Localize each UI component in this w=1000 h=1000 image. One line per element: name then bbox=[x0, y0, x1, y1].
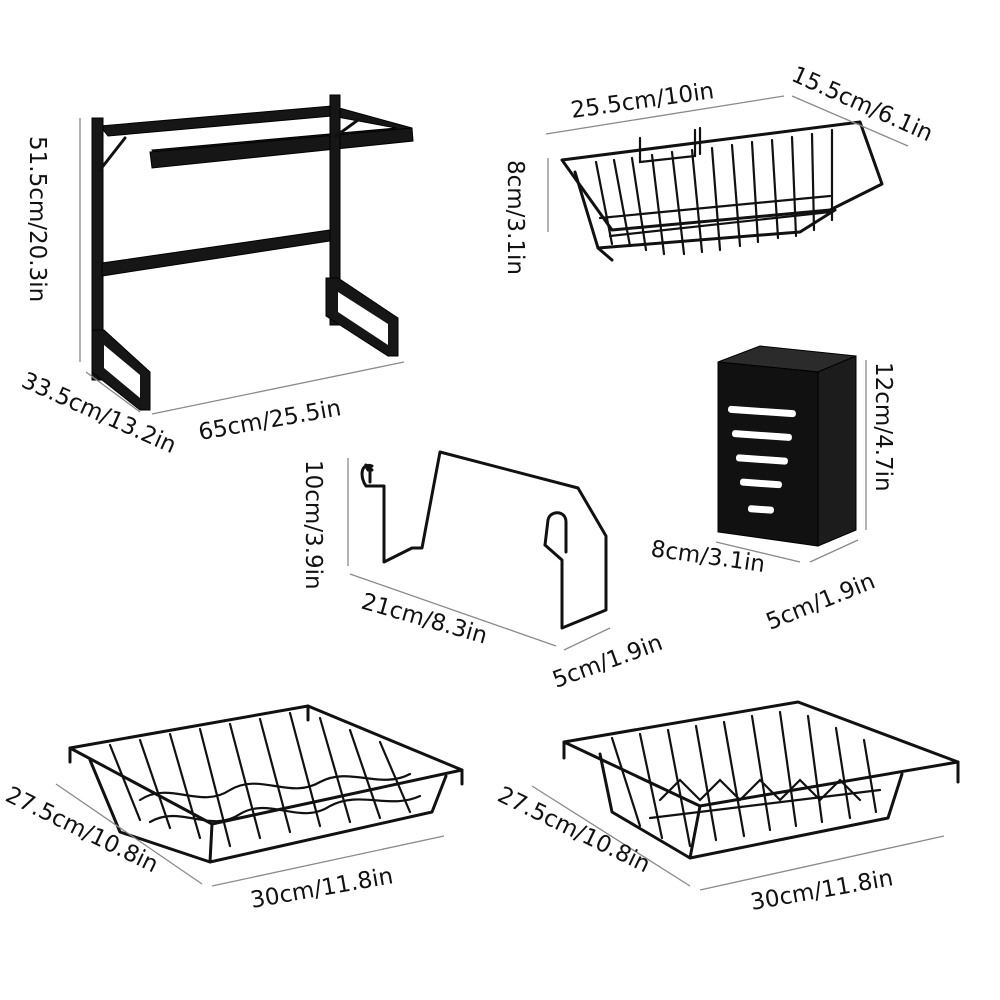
cutlery-holder bbox=[717, 345, 857, 547]
basket-rim bbox=[560, 120, 884, 232]
dish-rack-right bbox=[562, 700, 960, 860]
lid-depth-label: 5cm/1.9in bbox=[549, 630, 666, 694]
hanging-basket bbox=[560, 120, 884, 262]
rack-width-line bbox=[151, 361, 405, 415]
lid-holder bbox=[360, 450, 608, 630]
holder-front bbox=[717, 361, 819, 547]
basket-wires bbox=[594, 128, 834, 256]
holder-height-label: 12cm/4.7in bbox=[870, 362, 896, 492]
dish-left-depth-label: 27.5cm/10.8in bbox=[1, 782, 162, 878]
lid-width-label: 21cm/8.3in bbox=[358, 589, 490, 650]
dish-left-width-line bbox=[211, 835, 445, 887]
dish-right-width-line bbox=[699, 835, 945, 891]
dish-rack-left-wires bbox=[108, 711, 422, 848]
dish-rack-right-rim bbox=[562, 700, 960, 808]
holder-depth-line bbox=[809, 539, 859, 563]
lid-depth-line bbox=[563, 627, 611, 651]
lid-height-label: 10cm/3.9in bbox=[300, 460, 326, 590]
rack-middle-bar bbox=[101, 229, 331, 277]
over-sink-rack bbox=[91, 94, 414, 411]
rack-height-label: 51.5cm/20.3in bbox=[24, 136, 50, 302]
dish-rack-left bbox=[68, 704, 464, 864]
dish-right-depth-line bbox=[531, 785, 691, 887]
holder-slots bbox=[728, 405, 796, 514]
holder-depth-label: 5cm/1.9in bbox=[763, 568, 879, 635]
basket-width-line bbox=[545, 95, 785, 135]
rack-foot-left-gap bbox=[104, 345, 140, 398]
rack-width-label: 65cm/25.5in bbox=[197, 395, 344, 446]
basket-hook bbox=[638, 126, 702, 164]
rack-top-frame bbox=[99, 105, 413, 161]
dish-left-depth-line bbox=[55, 783, 203, 885]
basket-height-label: 8cm/3.1in bbox=[502, 160, 528, 275]
dish-left-width-label: 30cm/11.8in bbox=[249, 863, 396, 914]
rack-foot-right-gap bbox=[338, 292, 388, 345]
holder-width-label: 8cm/3.1in bbox=[649, 536, 766, 578]
dish-rack-right-wires bbox=[610, 710, 882, 848]
dish-rack-left-rim bbox=[68, 704, 464, 826]
rack-post-back bbox=[329, 94, 341, 326]
dish-right-width-label: 30cm/11.8in bbox=[749, 865, 896, 916]
lid-width-line bbox=[349, 573, 557, 647]
basket-depth-line bbox=[791, 95, 909, 147]
lid-holder-wire bbox=[360, 450, 608, 630]
basket-width-label: 25.5cm/10in bbox=[569, 78, 715, 124]
holder-side bbox=[817, 355, 857, 547]
rack-depth-line bbox=[85, 371, 141, 413]
holder-width-line bbox=[715, 541, 801, 563]
rack-top-rail bbox=[149, 127, 414, 169]
